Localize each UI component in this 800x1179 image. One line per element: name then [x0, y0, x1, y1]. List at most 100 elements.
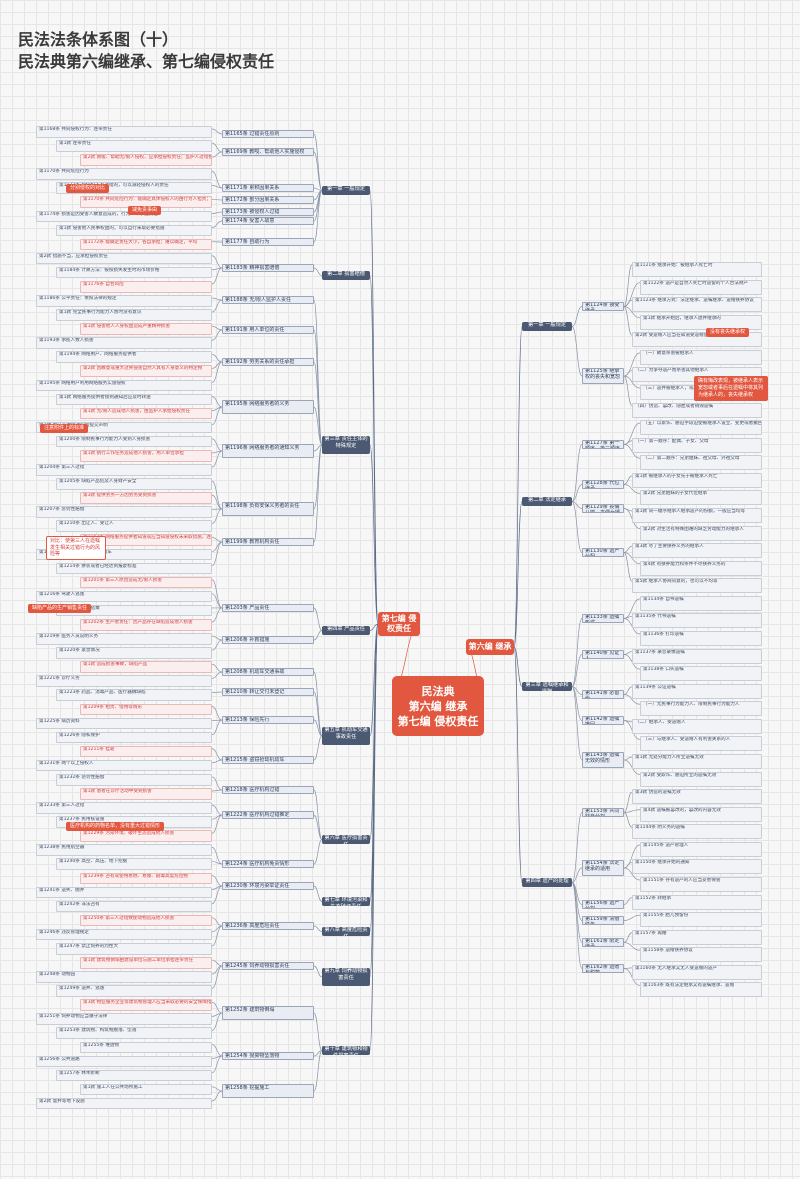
inheritance-leaf-node: 第1款 无处分能力人所立遗嘱无效: [632, 754, 762, 770]
connector-line: [623, 756, 633, 761]
tort-leaf-node: 第1220条 紧急情况: [56, 647, 212, 659]
tort-leaf-node: 第1226条 隐私保护: [56, 731, 212, 744]
connector-line: [211, 438, 223, 452]
inheritance-article-node: 第1127条 第一顺序、第二顺序: [582, 440, 624, 449]
connector-line: [211, 885, 223, 905]
inheritance-leaf-node: 第1122条 遗产是自然人死亡时遗留的个人合法财产: [640, 279, 762, 295]
connector-line: [211, 719, 223, 736]
connector-line: [211, 184, 223, 189]
connector-line: [571, 326, 583, 377]
tort-leaf-node: 第1240条 高空、高压、地下挖掘: [56, 858, 212, 871]
connector-line: [211, 925, 223, 947]
connector-line: [313, 361, 323, 446]
connector-line: [211, 199, 223, 201]
tort-leaf-node: 第1248条 动物园: [36, 971, 212, 983]
tort-leaf-node: 第1211条 挂靠: [80, 745, 212, 758]
connector-line: [211, 170, 223, 189]
connector-line: [623, 484, 641, 494]
tort-chapter-node: 第八章 高度危险责任: [322, 927, 370, 936]
connector-line: [211, 480, 223, 510]
inheritance-leaf-node: （三）与继承人、受遗赠人有利害关系的人: [640, 736, 762, 752]
connector-line: [211, 1090, 223, 1102]
connector-line: [623, 914, 641, 921]
connector-line: [211, 211, 223, 214]
tort-article-node: 第1191条 用人单位的责任: [222, 326, 314, 334]
part-node-tort: 第七编 侵权责任: [378, 612, 420, 636]
inheritance-leaf-node: 第1152条 转继承: [632, 894, 762, 910]
connector-line: [571, 686, 583, 761]
tort-chapter-node: 第四章 产品责任: [322, 626, 370, 635]
connector-line: [313, 133, 323, 191]
part-node-inheritance: 第六编 继承: [466, 639, 514, 655]
center-node-line: 第六编 继承: [408, 699, 468, 713]
inheritance-leaf-node: 第1123条 继承方式：法定继承、遗嘱继承、遗赠扶养协议: [632, 297, 762, 313]
inheritance-leaf-node: （二）第二顺序：兄弟姐妹、祖父母、外祖父母: [640, 455, 762, 471]
tort-leaf-node: 第1款 侵害他人民事权益的，可以自行采取必要措施: [56, 224, 212, 237]
inheritance-leaf-node: （一）第一顺序：配偶、子女、父母: [632, 437, 762, 453]
connector-line: [211, 917, 223, 927]
tort-leaf-node: 第1款 造成损害事故，缺陷产品: [80, 661, 212, 673]
tort-leaf-node: 第1205条 缺陷产品危及人身财产安全: [56, 478, 212, 490]
tort-article-node: 第1236条 高度危险责任: [222, 922, 314, 930]
connector-line: [211, 663, 223, 673]
tort-article-node: 第1252条 建筑物倒塌: [222, 1006, 314, 1020]
connector-line: [313, 607, 323, 631]
inheritance-article-node: 第1142条 遗嘱撤回: [582, 716, 624, 725]
connector-line: [623, 812, 633, 828]
tort-article-node: 第1224条 医疗机构免责情形: [222, 860, 314, 868]
inheritance-article-node: 第1133条 遗嘱形式: [582, 614, 624, 623]
connector-line: [313, 267, 323, 276]
connector-line: [211, 875, 223, 887]
connector-line: [211, 128, 223, 135]
connector-line: [211, 607, 223, 623]
annotation-tag: 医疗机构的药物名单，没有重大过错情形: [66, 822, 165, 831]
tort-leaf-node: 第1232条 惩罚性赔偿: [56, 773, 212, 786]
connector-line: [313, 406, 323, 446]
tort-leaf-node: 第1款 建筑物倒塌由建设单位与施工单位承担连带责任: [80, 957, 212, 969]
connector-line: [571, 686, 583, 695]
connector-line: [623, 809, 641, 813]
inheritance-article-node: 第1129条 丧偶儿媳、丧偶女婿: [582, 504, 624, 513]
connector-line: [513, 326, 523, 648]
connector-line: [623, 651, 633, 655]
connector-line: [211, 706, 223, 721]
annotation-tag: 没有丧失继承权: [706, 328, 750, 337]
tort-article-node: 第1213条 保险先行: [222, 716, 314, 724]
connector-line: [211, 1012, 223, 1031]
connector-line: [211, 494, 223, 510]
connector-line: [623, 552, 633, 582]
connector-line: [369, 444, 379, 625]
tort-leaf-node: 第1233条 第三人过错: [36, 802, 212, 814]
tort-leaf-node: 第1249条 遗弃、逃逸: [56, 985, 212, 997]
tort-article-node: 第1218条 医疗机构过错: [222, 786, 314, 794]
tort-leaf-node: 第1221条 诊疗义务: [36, 675, 212, 687]
connector-line: [571, 618, 583, 687]
connector-line: [211, 1055, 223, 1074]
connector-line: [571, 686, 583, 721]
inheritance-leaf-node: 第2款 受欺诈、胁迫所立的遗嘱无效: [640, 771, 762, 787]
tort-leaf-node: 第2款 措施不当，应承担侵权责任: [36, 252, 212, 265]
connector-line: [211, 354, 223, 363]
connector-line: [211, 804, 223, 816]
inheritance-chapter-node: 第二章 法定继承: [522, 497, 572, 506]
inheritance-article-node: 第1140条 见证人: [582, 650, 624, 659]
connector-line: [623, 897, 633, 905]
inheritance-leaf-node: 第4款 有扶养能力和条件不尽扶养义务的: [640, 560, 762, 576]
connector-line: [211, 776, 223, 791]
connector-line: [211, 1001, 223, 1014]
inheritance-chapter-node: 第四章 遗产的处理: [522, 878, 572, 887]
annotation-tag: 缺陷产品的生产销售责任: [28, 604, 92, 613]
tort-article-node: 第1208条 机动车交通事故: [222, 668, 314, 676]
inheritance-leaf-node: 第4款 遗嘱被篡改的，篡改的内容无效: [640, 806, 762, 822]
annotation-tag: 注意附件上的标准: [40, 424, 89, 433]
connector-line: [623, 375, 633, 406]
tort-leaf-node: 第1款 网络服务提供者接到通知后应及时转送: [56, 393, 212, 406]
inheritance-leaf-node: （二）继承人、受遗赠人: [632, 718, 762, 734]
connector-line: [211, 541, 223, 567]
tort-article-node: 第1210条 转让交付未登记: [222, 688, 314, 696]
connector-line: [313, 925, 323, 932]
connector-line: [211, 361, 223, 383]
inheritance-article-node: 第1128条 代位继承: [582, 480, 624, 489]
tort-leaf-node: 第1231条 两个以上侵权人: [36, 759, 212, 772]
inheritance-article-node: 第1162条 遗赠与税款: [582, 964, 624, 973]
